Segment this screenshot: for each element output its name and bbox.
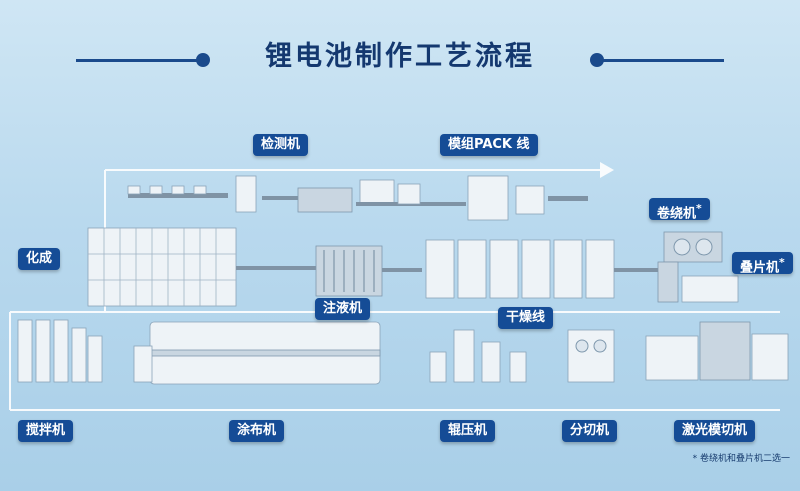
stacking-machine-group bbox=[657, 261, 739, 303]
label-injection: 注液机 bbox=[315, 298, 371, 320]
page-title: 锂电池制作工艺流程 bbox=[265, 41, 535, 72]
label-winding-mark: * bbox=[696, 202, 702, 215]
formation-machine-group bbox=[87, 227, 316, 307]
title-deco-dot-right bbox=[590, 53, 604, 67]
label-module-pack: 模组PACK 线 bbox=[440, 134, 538, 156]
title-deco-line-left bbox=[76, 59, 200, 62]
label-slitting: 分切机 bbox=[562, 420, 618, 442]
footnote: * 卷绕机和叠片机二选一 bbox=[692, 454, 790, 464]
title-deco-dot-left bbox=[196, 53, 210, 67]
label-formation: 化成 bbox=[18, 248, 61, 270]
label-coating: 涂布机 bbox=[229, 420, 285, 442]
module-pack-line-group bbox=[297, 175, 588, 221]
label-inspection: 检测机 bbox=[253, 134, 309, 156]
label-winding-text: 卷绕机 bbox=[657, 206, 697, 222]
coating-machine-group bbox=[133, 321, 381, 385]
label-mixing: 搅拌机 bbox=[18, 420, 74, 442]
label-stacking-mark: * bbox=[779, 256, 785, 269]
flow-path bbox=[9, 162, 780, 411]
mixing-machine-group bbox=[17, 319, 103, 383]
label-rolling: 辊压机 bbox=[440, 420, 496, 442]
label-stacking: 叠片机* bbox=[732, 252, 793, 276]
drying-line-group bbox=[425, 239, 658, 299]
label-laser-die-cutting: 激光模切机 bbox=[674, 420, 756, 442]
title-deco-line-right bbox=[600, 59, 724, 62]
label-drying: 干燥线 bbox=[498, 307, 554, 329]
label-stacking-text: 叠片机 bbox=[740, 260, 780, 276]
inspection-machine-group bbox=[127, 175, 298, 213]
laser-die-cutting-machine-group bbox=[645, 321, 789, 381]
slitting-machine-group bbox=[567, 329, 615, 383]
injection-machine-group bbox=[315, 245, 422, 297]
label-winding: 卷绕机* bbox=[649, 198, 710, 222]
winding-machine-group bbox=[663, 231, 723, 263]
rolling-machine-group bbox=[429, 329, 527, 383]
